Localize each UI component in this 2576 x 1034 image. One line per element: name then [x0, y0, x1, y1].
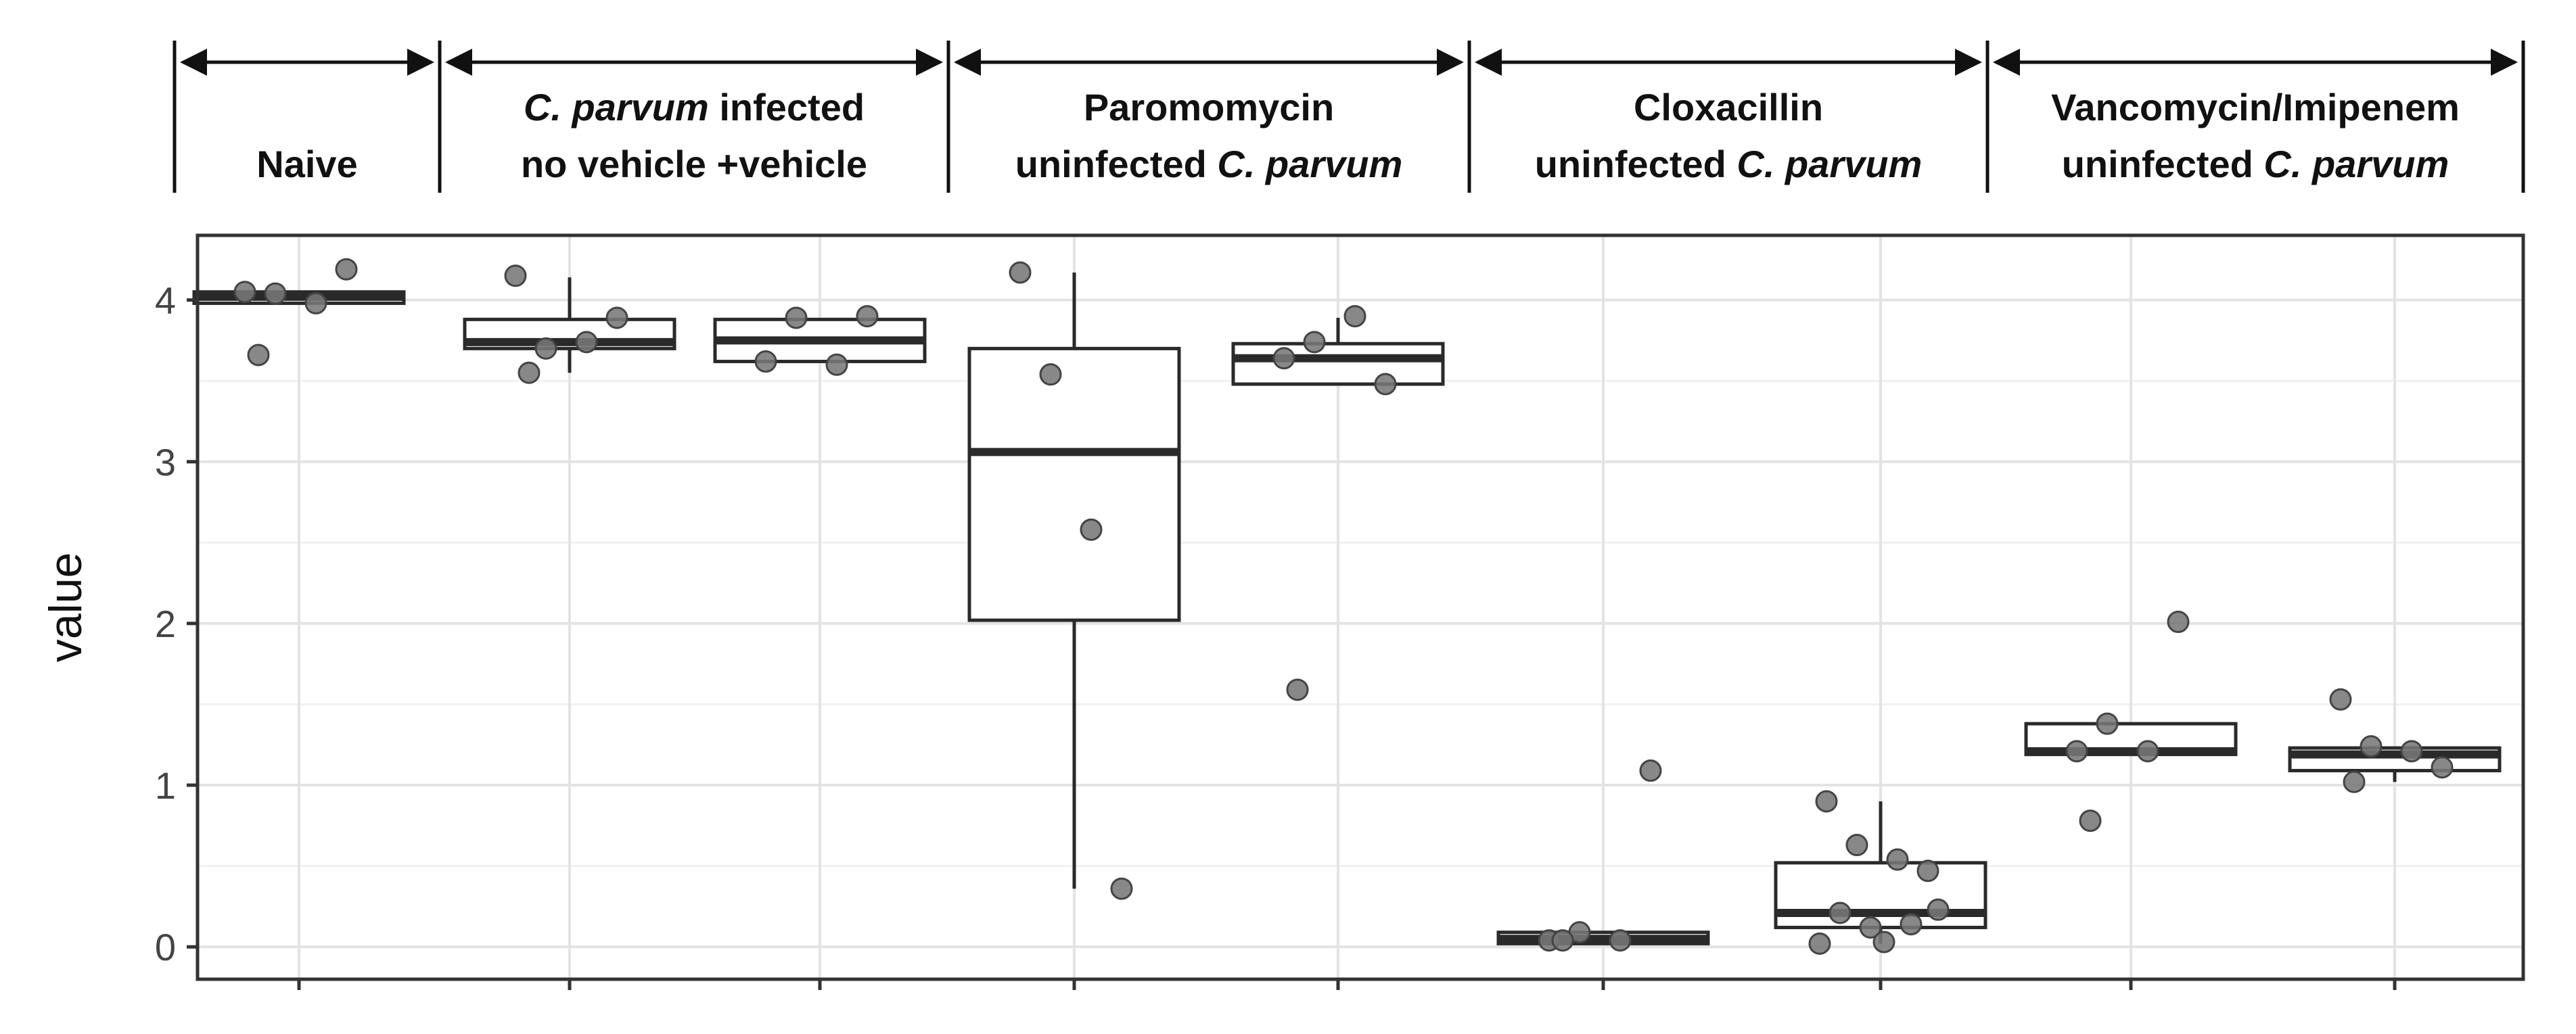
data-point — [335, 258, 358, 281]
data-point — [605, 306, 628, 329]
data-point — [2329, 688, 2352, 711]
data-point — [1859, 916, 1882, 939]
header-label-segment: C. parvum — [1217, 143, 1402, 185]
group-vancomycin-imipenem-label-line2: uninfected C. parvum — [2062, 143, 2450, 185]
data-point — [785, 306, 808, 329]
box-iqr — [1231, 342, 1445, 386]
box-group — [1496, 931, 1710, 945]
data-point — [304, 291, 327, 314]
group-vancomycin-imipenem-label-line1: Vancomycin/Imipenem — [2051, 86, 2460, 128]
panel-border — [196, 233, 2525, 981]
header-label-segment: Vancomycin/Imipenem — [2051, 86, 2460, 128]
data-point — [504, 264, 527, 287]
data-point — [1110, 877, 1133, 900]
data-point — [2079, 809, 2102, 832]
data-point — [856, 305, 879, 328]
group-cloxacillin-label-line1: Cloxacillin — [1634, 86, 1823, 128]
data-point — [2360, 735, 2383, 758]
box-iqr — [967, 346, 1181, 622]
y-tick-label: 3 — [155, 441, 176, 484]
data-point — [2431, 756, 2454, 779]
header-label-segment: uninfected — [2062, 143, 2264, 185]
data-point — [1286, 678, 1309, 701]
data-point — [1609, 929, 1632, 952]
data-point — [1900, 913, 1923, 936]
data-points — [233, 258, 2454, 955]
data-point — [575, 331, 598, 354]
data-point — [1808, 932, 1831, 955]
data-point — [2136, 740, 2159, 763]
box-group — [1774, 801, 1987, 944]
box-iqr — [1774, 861, 1987, 929]
data-point — [2343, 770, 2366, 793]
data-point — [2096, 712, 2119, 735]
data-point — [2065, 740, 2088, 763]
data-point — [1927, 898, 1950, 921]
header-label-segment: C. parvum — [1736, 143, 1922, 185]
header-label-segment: infected — [709, 86, 865, 128]
data-point — [2400, 740, 2423, 763]
data-point — [1374, 373, 1397, 396]
box-group — [463, 277, 676, 373]
header-label-segment: Cloxacillin — [1634, 86, 1823, 128]
data-point — [1303, 331, 1326, 354]
data-point — [1272, 347, 1295, 370]
data-point — [1080, 518, 1103, 541]
grid-lines — [198, 235, 2523, 979]
box-group — [967, 273, 1181, 889]
group-header: Naive C. parvum infected no vehicle +vehic… — [172, 41, 2525, 193]
data-point — [264, 282, 287, 305]
data-point — [754, 350, 777, 373]
data-point — [1828, 901, 1852, 924]
data-point — [1009, 261, 1032, 284]
y-axis-title: value — [40, 553, 91, 663]
header-label-segment: no vehicle +vehicle — [521, 143, 867, 185]
box-group — [192, 290, 406, 305]
group-paromomycin-label-line1: Paromomycin — [1084, 86, 1334, 128]
y-tick-label: 1 — [155, 764, 176, 807]
data-point — [1551, 929, 1574, 952]
header-label-segment: Naive — [256, 143, 357, 185]
group-naive-label-line2: Naive — [256, 143, 357, 185]
y-tick-label: 0 — [155, 926, 176, 968]
header-label-segment: Paromomycin — [1084, 86, 1334, 128]
boxes — [192, 273, 2502, 945]
y-tick-label: 4 — [155, 279, 176, 322]
data-point — [1343, 305, 1366, 328]
data-point — [1886, 848, 1909, 871]
y-tick-label: 2 — [155, 603, 176, 645]
data-point — [1872, 931, 1895, 954]
group-paromomycin-label-line2: uninfected C. parvum — [1015, 143, 1403, 185]
header-label-segment: uninfected — [1535, 143, 1737, 185]
data-point — [2167, 611, 2190, 634]
group-cparvum-infected-label-line2: no vehicle +vehicle — [521, 143, 867, 185]
box-group — [1231, 317, 1445, 386]
data-point — [1845, 834, 1868, 857]
box-group — [713, 317, 927, 364]
data-point — [1916, 860, 1939, 883]
data-point — [233, 281, 256, 304]
box-group — [2024, 722, 2238, 757]
header-label-segment: uninfected — [1015, 143, 1218, 185]
data-point — [1039, 363, 1062, 386]
y-axis: 0 1 2 3 4 value — [40, 279, 198, 968]
data-point — [518, 361, 540, 384]
x-axis — [297, 979, 2397, 990]
group-cparvum-infected-label-line1: C. parvum infected — [524, 86, 865, 128]
data-point — [534, 337, 557, 360]
header-label-segment: C. parvum — [524, 86, 709, 128]
data-point — [1815, 790, 1838, 813]
data-point — [247, 344, 270, 367]
box-group — [2288, 746, 2502, 782]
data-point — [825, 353, 848, 376]
header-label-segment: C. parvum — [2263, 143, 2449, 185]
group-cloxacillin-label-line2: uninfected C. parvum — [1535, 143, 1923, 185]
data-point — [1639, 759, 1662, 782]
